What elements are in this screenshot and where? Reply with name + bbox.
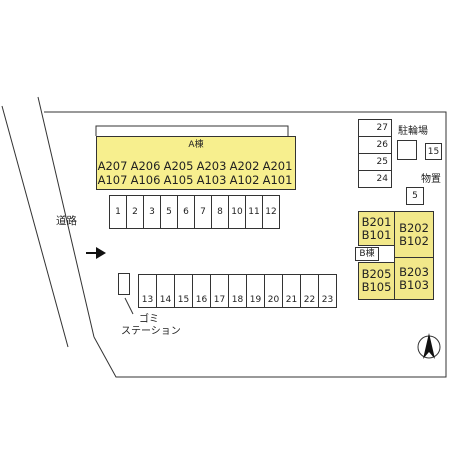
storage-number: 5 [406, 187, 424, 205]
parking-space: 24 [358, 170, 392, 188]
parking-right-column: 27 26 25 24 [358, 119, 392, 188]
unit-a206: A206 [130, 159, 161, 173]
building-a [96, 136, 296, 190]
parking-space: 22 [300, 274, 319, 308]
bicycle-parking-label: 駐輪場 [398, 126, 428, 137]
entrance-arrow-icon [86, 247, 106, 259]
building-a-back-outline [95, 125, 289, 136]
parking-space: 20 [264, 274, 283, 308]
unit-b203: B203 [399, 264, 429, 279]
parking-space: 14 [156, 274, 175, 308]
parking-space: 13 [138, 274, 157, 308]
parking-space: 27 [358, 119, 392, 137]
parking-space: 19 [246, 274, 265, 308]
parking-space: 21 [282, 274, 301, 308]
parking-space: 25 [358, 153, 392, 171]
unit-a101: A101 [262, 173, 293, 187]
parking-row-2: 13 14 15 16 17 18 19 20 21 22 23 [138, 274, 337, 308]
building-b-unit-b203-b103: B203 B103 [394, 257, 434, 300]
building-b-unit-b205-b105: B205 B105 [358, 262, 395, 300]
parking-space: 3 [143, 195, 161, 229]
parking-space: 8 [211, 195, 229, 229]
building-b-unit-b202-b102: B202 B102 [394, 211, 434, 258]
parking-space: 5 [160, 195, 178, 229]
unit-b101: B101 [361, 227, 392, 242]
parking-space: 23 [318, 274, 337, 308]
unit-a201: A201 [262, 159, 293, 173]
unit-b205: B205 [361, 267, 392, 281]
unit-a107: A107 [97, 173, 128, 187]
parking-space: 17 [210, 274, 229, 308]
garbage-station-label-2: ステーション [121, 326, 181, 337]
garbage-station-box [118, 273, 130, 295]
unit-b201: B201 [361, 214, 392, 229]
unit-a202: A202 [229, 159, 260, 173]
parking-space: 10 [228, 195, 246, 229]
parking-space: 15 [174, 274, 193, 308]
parking-space: 26 [358, 136, 392, 154]
unit-a105: A105 [163, 173, 194, 187]
unit-a205: A205 [163, 159, 194, 173]
garbage-leader-line [124, 297, 134, 315]
building-a-upper-units: A207 A206 A205 A203 A202 A201 [96, 159, 296, 173]
unit-a207: A207 [97, 159, 128, 173]
unit-b105: B105 [361, 280, 392, 294]
parking-space: 18 [228, 274, 247, 308]
bicycle-parking-box [397, 140, 417, 160]
unit-a203: A203 [196, 159, 227, 173]
parking-row-1: 1 2 3 5 6 7 8 10 11 12 [109, 195, 280, 229]
parking-space: 6 [177, 195, 195, 229]
unit-b103: B103 [399, 277, 429, 292]
unit-a106: A106 [130, 173, 161, 187]
road-edge-left [1, 105, 69, 348]
parking-space: 1 [109, 195, 127, 229]
building-b-label: B棟 [355, 247, 379, 261]
bicycle-parking-number: 15 [425, 143, 442, 160]
parking-space: 7 [194, 195, 212, 229]
parking-space: 11 [245, 195, 263, 229]
parking-space: 2 [126, 195, 144, 229]
unit-b102: B102 [399, 233, 429, 248]
site-boundary [44, 111, 447, 378]
unit-a102: A102 [229, 173, 260, 187]
unit-b202: B202 [399, 220, 429, 235]
building-a-label: A棟 [188, 140, 204, 150]
parking-space: 12 [262, 195, 280, 229]
parking-space: 16 [192, 274, 211, 308]
unit-a103: A103 [196, 173, 227, 187]
storage-label: 物置 [421, 174, 441, 185]
building-a-lower-units: A107 A106 A105 A103 A102 A101 [96, 173, 296, 187]
building-b-unit-b201-b101: B201 B101 [358, 211, 395, 246]
road-edge-right [37, 96, 95, 338]
garbage-station-label-1: ゴミ [139, 314, 159, 325]
north-arrow-icon [417, 333, 441, 359]
road-label: 道路 [56, 215, 77, 227]
